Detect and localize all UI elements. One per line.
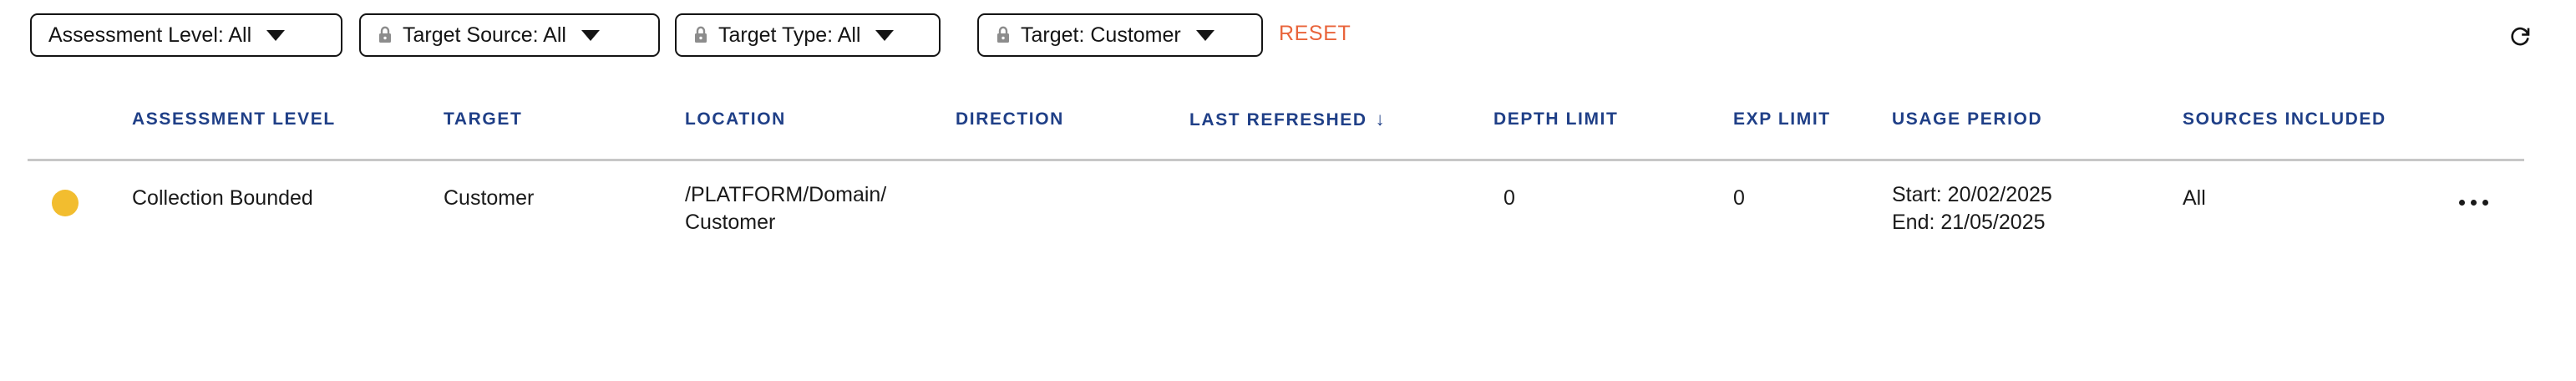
filter-chip-label: Target Type: All (718, 23, 861, 47)
overflow-menu-icon (2482, 199, 2488, 206)
cell-assessment-level: Collection Bounded (132, 186, 313, 210)
column-header-label: DEPTH LIMIT (1493, 109, 1619, 129)
column-header-label: DIRECTION (956, 109, 1064, 129)
filter-chip-target-source[interactable]: Target Source: All (359, 13, 660, 57)
column-header-label: TARGET (444, 109, 523, 129)
table-header-row: ASSESSMENT LEVEL TARGET LOCATION DIRECTI… (0, 72, 2576, 161)
filter-chip-label: Assessment Level: All (48, 23, 252, 47)
filter-chip-target-type[interactable]: Target Type: All (675, 13, 941, 57)
cell-sources-included: All (2183, 186, 2206, 210)
column-header-label: SOURCES INCLUDED (2183, 109, 2386, 129)
cell-location: /PLATFORM/Domain/Customer (685, 183, 887, 234)
column-header-direction[interactable]: DIRECTION (956, 110, 1064, 128)
chevron-down-icon (875, 29, 895, 41)
chevron-down-icon (1195, 29, 1214, 41)
status-badge (52, 190, 79, 216)
column-header-label: EXP LIMIT (1733, 109, 1831, 129)
filter-chip-target[interactable]: Target: Customer (977, 13, 1263, 57)
chevron-down-icon (581, 29, 600, 41)
filter-chip-assessment-level[interactable]: Assessment Level: All (30, 13, 342, 57)
column-header-target[interactable]: TARGET (444, 110, 522, 128)
row-overflow-menu-button[interactable] (2459, 190, 2496, 215)
column-header-usage-period[interactable]: USAGE PERIOD (1892, 110, 2042, 128)
cell-target: Customer (444, 186, 535, 210)
chevron-down-icon (266, 29, 286, 41)
column-header-label: USAGE PERIOD (1892, 109, 2043, 129)
refresh-icon (2508, 23, 2533, 51)
column-header-label: LAST REFRESHED (1189, 109, 1367, 130)
refresh-button[interactable] (2502, 18, 2538, 55)
lock-icon (996, 26, 1011, 44)
column-header-sources-included[interactable]: SOURCES INCLUDED (2183, 110, 2386, 128)
column-header-assessment-level[interactable]: ASSESSMENT LEVEL (132, 110, 336, 128)
column-header-depth-limit[interactable]: DEPTH LIMIT (1493, 110, 1618, 128)
column-header-last-refreshed[interactable]: LAST REFRESHED ↓ (1189, 110, 1386, 129)
lock-icon (378, 26, 393, 44)
sort-descending-icon: ↓ (1375, 109, 1387, 130)
filter-bar: Assessment Level: All Target Source: All… (0, 0, 2576, 72)
column-header-label: LOCATION (685, 109, 786, 129)
table-row[interactable]: Collection Bounded Customer /PLATFORM/Do… (0, 160, 2576, 260)
reset-filters-button[interactable]: RESET (1279, 22, 1351, 45)
filter-chip-label: Target Source: All (403, 23, 566, 47)
header-divider (28, 159, 2524, 161)
cell-exp-limit: 0 (1733, 186, 1745, 210)
filter-chip-label: Target: Customer (1021, 23, 1181, 47)
results-table: ASSESSMENT LEVEL TARGET LOCATION DIRECTI… (0, 72, 2576, 260)
lock-icon (693, 26, 708, 44)
cell-usage-period: Start: 20/02/2025 End: 21/05/2025 (1892, 183, 2052, 234)
overflow-menu-icon (2459, 199, 2465, 206)
cell-depth-limit: 0 (1504, 186, 1515, 210)
column-header-label: ASSESSMENT LEVEL (132, 109, 336, 129)
column-header-exp-limit[interactable]: EXP LIMIT (1733, 110, 1831, 128)
column-header-location[interactable]: LOCATION (685, 110, 786, 128)
overflow-menu-icon (2471, 199, 2477, 206)
